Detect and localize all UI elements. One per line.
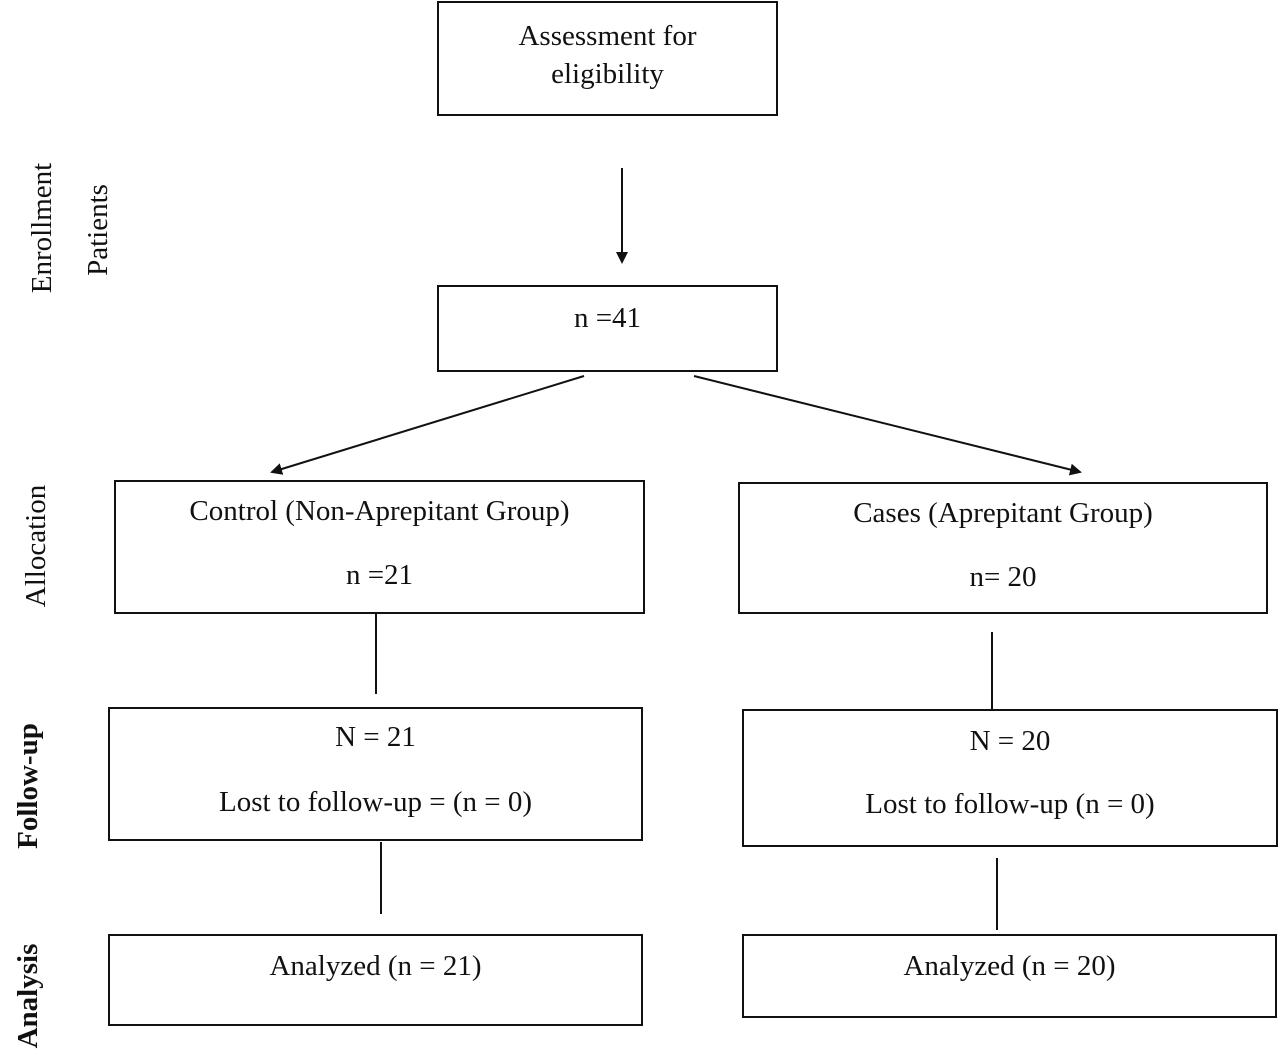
- cases-followup-box: N = 20 Lost to follow-up (n = 0): [742, 709, 1278, 847]
- control-group-count: n =21: [345, 559, 414, 591]
- stage-label-follow-up: Follow-up: [12, 723, 44, 849]
- control-followup-box: N = 21 Lost to follow-up = (n = 0): [108, 707, 643, 841]
- assessment-line-2: eligibility: [551, 58, 664, 90]
- cases-analysis-box: Analyzed (n = 20): [742, 934, 1277, 1018]
- assessment-box: Assessment for eligibility: [437, 1, 778, 116]
- stage-label-analysis: Analysis: [12, 943, 44, 1049]
- control-analysis-label: Analyzed (n = 21): [269, 950, 482, 982]
- assessment-line-1: Assessment for: [518, 20, 697, 52]
- cases-group-box: Cases (Aprepitant Group) n= 20: [738, 482, 1268, 614]
- arrow-total-to-cases: [693, 375, 1082, 476]
- cases-followup-lost: Lost to follow-up (n = 0): [865, 788, 1155, 820]
- cases-followup-count: N = 20: [969, 725, 1051, 757]
- stage-label-allocation: Allocation: [20, 484, 52, 608]
- cases-group-title: Cases (Aprepitant Group): [853, 497, 1153, 529]
- control-analysis-box: Analyzed (n = 21): [108, 934, 643, 1026]
- stage-label-enrollment: Enrollment: [26, 162, 58, 294]
- total-patients-count: n =41: [573, 302, 642, 334]
- cases-group-count: n= 20: [969, 561, 1037, 593]
- control-followup-count: N = 21: [335, 721, 416, 753]
- cases-analysis-label: Analyzed (n = 20): [903, 950, 1116, 982]
- arrow-total-to-control: [270, 375, 585, 475]
- stage-label-patients: Patients: [82, 184, 114, 276]
- control-followup-lost: Lost to follow-up = (n = 0): [218, 786, 532, 818]
- total-patients-box: n =41: [437, 285, 778, 372]
- control-group-box: Control (Non-Aprepitant Group) n =21: [114, 480, 645, 614]
- control-group-title: Control (Non-Aprepitant Group): [189, 495, 570, 527]
